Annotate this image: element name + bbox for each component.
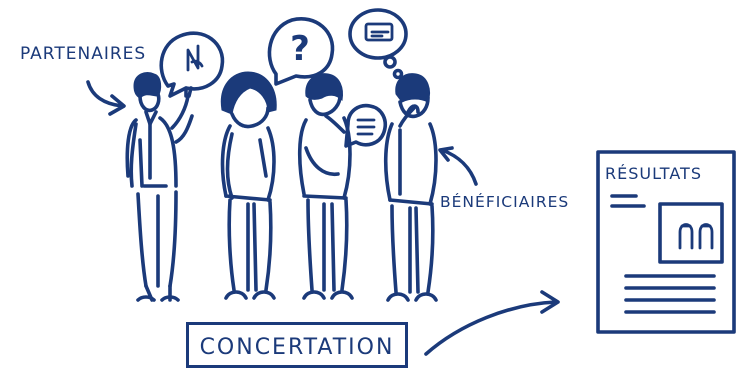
thought-bubble-icon bbox=[348, 8, 408, 80]
label-resultats: RÉSULTATS bbox=[605, 164, 702, 183]
arrow-partenaires-icon bbox=[86, 80, 126, 116]
arrow-to-results-icon bbox=[424, 290, 560, 356]
person-partner-3 bbox=[297, 73, 354, 300]
speech-bubble-lines-icon bbox=[344, 103, 387, 148]
label-beneficiaires: BÉNÉFICIAIRES bbox=[440, 193, 570, 211]
speech-bubble-note-icon bbox=[159, 31, 225, 98]
results-document-icon bbox=[596, 150, 736, 334]
person-partner-1 bbox=[125, 72, 194, 302]
person-beneficiary bbox=[383, 73, 438, 302]
arrow-beneficiaires-icon bbox=[438, 146, 478, 186]
label-partenaires: PARTENAIRES bbox=[20, 44, 147, 64]
question-mark-text: ? bbox=[290, 29, 310, 69]
label-concertation: CONCERTATION bbox=[199, 335, 395, 360]
person-partner-2 bbox=[220, 71, 277, 300]
speech-bubble-question-icon: ? bbox=[267, 17, 335, 86]
concertation-box: CONCERTATION bbox=[186, 322, 408, 368]
